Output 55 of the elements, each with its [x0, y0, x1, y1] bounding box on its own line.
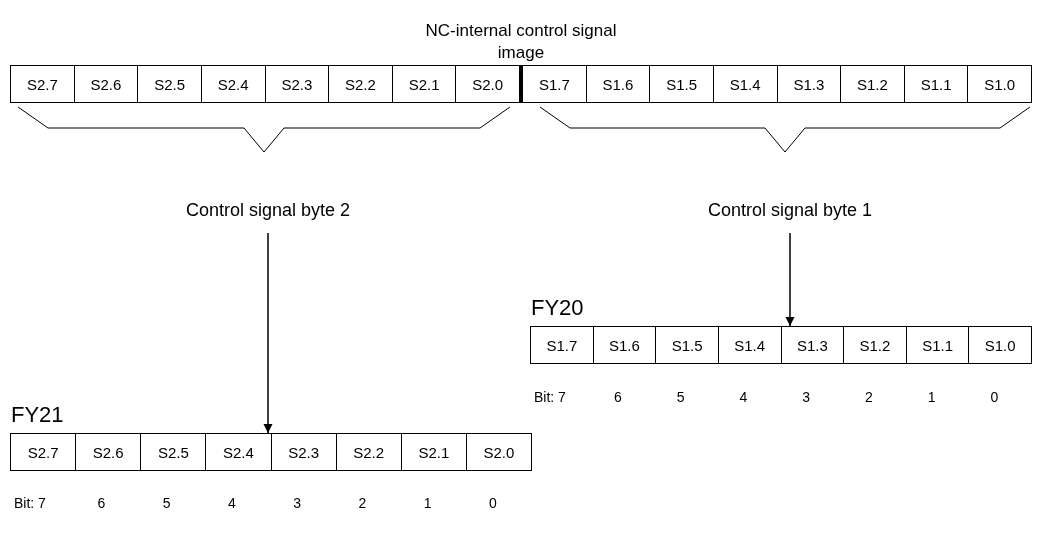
bit-number: 3 [802, 389, 810, 405]
bit-cell: S2.5 [141, 434, 207, 470]
bit-cell: S1.3 [777, 66, 842, 102]
bit-number: 1 [423, 495, 432, 511]
bit-number: 2 [358, 495, 367, 511]
bit-cell: S1.4 [713, 66, 778, 102]
bit-number: 2 [864, 389, 873, 405]
bit-number: 0 [990, 389, 999, 405]
register-title: FY20 [531, 294, 584, 323]
bit-number: 3 [293, 495, 301, 511]
register-title: NC-internal control signal image [424, 19, 618, 64]
bit-cell: S1.6 [586, 66, 651, 102]
bit-cell: S1.5 [650, 66, 714, 102]
bit-cell: S2.4 [201, 66, 266, 102]
register-title: FY21 [11, 401, 64, 430]
bit-cell: S2.0 [456, 66, 523, 102]
bit-cell: S1.2 [844, 327, 907, 363]
bit-cell: S1.7 [531, 327, 594, 363]
bit-number: 4 [739, 389, 748, 405]
bit-number: 5 [162, 495, 171, 511]
bit-cell: S1.1 [906, 327, 970, 363]
bit-cell: S2.3 [265, 66, 330, 102]
bit-cell: S2.6 [74, 66, 139, 102]
bit-cell: S2.4 [206, 434, 272, 470]
bit-cell: S2.1 [392, 66, 457, 102]
bit-cell: S2.7 [11, 66, 75, 102]
bit-cell: S2.2 [336, 434, 402, 470]
arrow [263, 232, 273, 434]
bit-cell: S2.0 [466, 434, 531, 470]
bit-cell: S1.1 [904, 66, 969, 102]
bit-cell: S1.0 [968, 66, 1031, 102]
bit-cell: S1.4 [718, 327, 782, 363]
bit-cell: S1.5 [656, 327, 719, 363]
bit-cell: S2.7 [11, 434, 77, 470]
bit-number: 5 [676, 389, 685, 405]
bit-cell: S1.7 [523, 66, 587, 102]
bit-number: 1 [927, 389, 936, 405]
bit-cell: S1.6 [593, 327, 657, 363]
bit-cell: S2.5 [138, 66, 202, 102]
bit-number: 6 [97, 495, 106, 511]
byte-caption: Control signal byte 2 [185, 200, 351, 221]
bit-cell: S1.2 [841, 66, 905, 102]
bit-number: Bit: 7 [534, 389, 566, 405]
arrow [785, 232, 795, 327]
byte-caption: Control signal byte 1 [707, 200, 873, 221]
bit-cell: S2.2 [329, 66, 393, 102]
bit-cell: S2.3 [271, 434, 337, 470]
bit-number: 4 [227, 495, 236, 511]
bit-number: Bit: 7 [14, 495, 46, 511]
bit-cell: S1.0 [969, 327, 1031, 363]
bit-cell: S2.1 [401, 434, 467, 470]
bit-number: 0 [488, 495, 497, 511]
bit-cell: S1.3 [781, 327, 845, 363]
bit-number: 6 [613, 389, 622, 405]
bit-cell: S2.6 [76, 434, 142, 470]
